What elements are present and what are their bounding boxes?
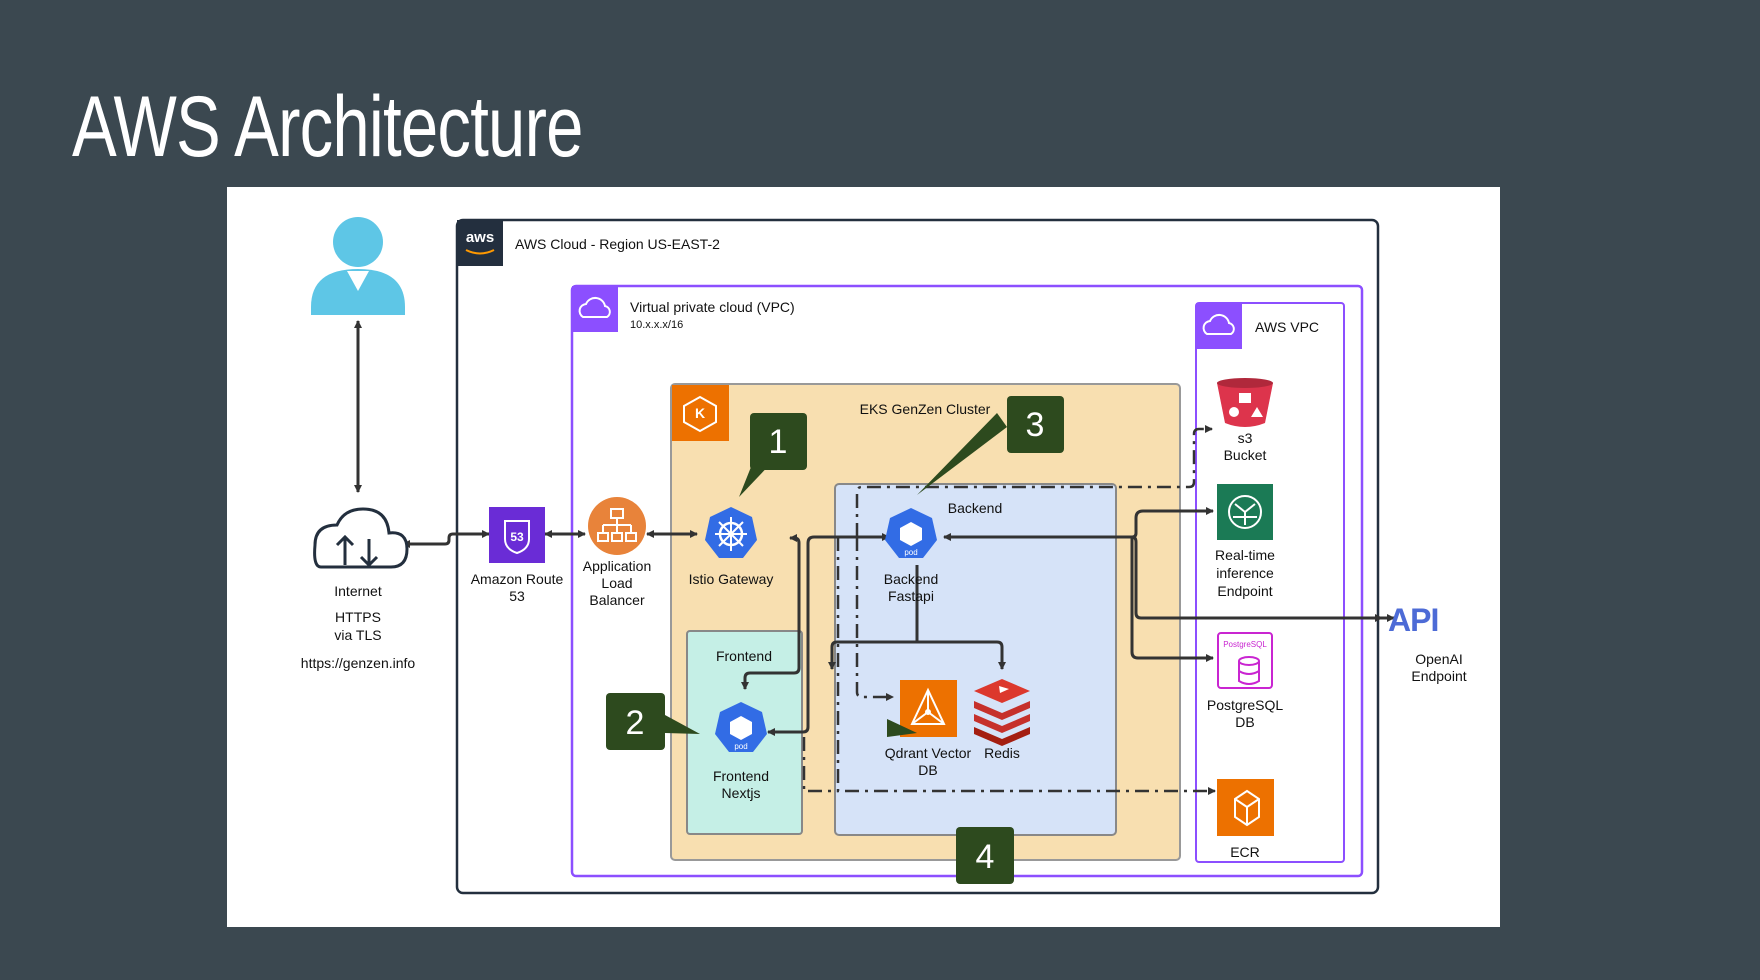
internet-route53-edge <box>402 530 490 548</box>
qdrant-label-2: DB <box>918 762 937 778</box>
aws-cloud-label: AWS Cloud - Region US-EAST-2 <box>515 236 720 252</box>
s3-node: s3 Bucket <box>1217 378 1273 463</box>
route53-node: 53 Amazon Route 53 <box>471 507 564 604</box>
istio-label: Istio Gateway <box>689 571 774 587</box>
alb-label-2: Load <box>601 575 632 591</box>
openai-node: API OpenAI Endpoint <box>1377 602 1467 684</box>
backend-postgres-edge <box>1130 537 1214 662</box>
svg-text:K: K <box>695 405 705 421</box>
eks-label: EKS GenZen Cluster <box>860 401 991 417</box>
postgres-label-2: DB <box>1235 714 1254 730</box>
ecr-icon <box>1217 779 1274 836</box>
backend-pod-label-2: Fastapi <box>888 588 934 604</box>
aws-logo-text: aws <box>466 229 494 246</box>
s3-dashed-edge <box>855 425 1213 537</box>
ecr-node: ECR <box>1217 779 1274 860</box>
alb-label-3: Balancer <box>589 592 645 608</box>
frontend-pod-label-2: Nextjs <box>722 785 761 801</box>
frontend-label: Frontend <box>716 648 772 664</box>
internet-url: https://genzen.info <box>301 655 416 671</box>
frontend-pod-node: pod Frontend Nextjs <box>713 702 769 801</box>
internet-proto-1: HTTPS <box>335 609 381 625</box>
internet-node: Internet HTTPS via TLS https://genzen.in… <box>301 507 416 671</box>
alb-node: Application Load Balancer <box>583 497 652 608</box>
vpc-cidr: 10.x.x.x/16 <box>630 319 683 331</box>
openai-label-1: OpenAI <box>1415 651 1462 667</box>
aws-cloud-group: aws AWS Cloud - Region US-EAST-2 <box>455 218 1380 895</box>
s3-label-1: s3 <box>1238 430 1253 446</box>
backend-redis-edge <box>917 640 1006 670</box>
frontend-pod-label-1: Frontend <box>713 768 769 784</box>
connectors <box>354 320 1383 736</box>
backend-qdrant-edge <box>828 565 919 670</box>
istio-gateway-node: Istio Gateway <box>689 507 774 587</box>
aws-vpc-group: AWS VPC <box>1195 302 1345 863</box>
postgres-node: PostgreSQL PostgreSQL DB <box>1207 632 1283 730</box>
s3-label-2: Bucket <box>1224 447 1267 463</box>
qdrant-dashed-edge <box>855 537 894 701</box>
callout-1: 1 <box>739 413 807 497</box>
redis-label: Redis <box>984 745 1020 761</box>
internet-label: Internet <box>334 583 382 599</box>
qdrant-node: Qdrant Vector DB <box>885 680 972 778</box>
inference-node: Real-time inference Endpoint <box>1215 484 1275 599</box>
redis-node: Redis <box>974 679 1030 761</box>
user-avatar <box>311 217 405 315</box>
slide-title: AWS Architecture <box>72 79 583 175</box>
svg-text:4: 4 <box>976 838 995 876</box>
aws-logo-icon <box>457 220 503 266</box>
s3-bucket-icon <box>1217 383 1273 427</box>
inference-label-2: inference <box>1216 565 1274 581</box>
internet-proto-2: via TLS <box>334 627 381 643</box>
callout-2: 2 <box>606 693 917 750</box>
svg-text:pod: pod <box>734 742 747 751</box>
aws-smile-icon <box>465 249 495 255</box>
route53-label-2: 53 <box>509 588 525 604</box>
svg-text:PostgreSQL: PostgreSQL <box>1223 640 1267 649</box>
route53-label-1: Amazon Route <box>471 571 564 587</box>
svg-text:1: 1 <box>769 423 788 461</box>
frontend-backend-edge <box>767 533 890 736</box>
backend-openai-edge <box>1131 535 1383 622</box>
api-icon: API <box>1388 602 1438 638</box>
backend-label: Backend <box>948 500 1002 516</box>
callout-3: 3 <box>917 396 1064 495</box>
architecture-diagram: aws AWS Cloud - Region US-EAST-2 Virtual… <box>227 187 1500 927</box>
svg-text:53: 53 <box>510 530 524 544</box>
ecr-label: ECR <box>1230 844 1260 860</box>
aws-vpc-label: AWS VPC <box>1255 319 1319 335</box>
alb-label-1: Application <box>583 558 652 574</box>
openai-label-2: Endpoint <box>1411 668 1466 684</box>
svg-text:pod: pod <box>904 548 917 557</box>
postgres-label-1: PostgreSQL <box>1207 697 1283 713</box>
inference-label-3: Endpoint <box>1217 583 1272 599</box>
inference-label-1: Real-time <box>1215 547 1275 563</box>
backend-pod-label-1: Backend <box>884 571 938 587</box>
backend-pod-node: pod Backend Fastapi <box>884 508 938 604</box>
dashed-connectors <box>802 425 1216 795</box>
svg-text:3: 3 <box>1026 406 1045 444</box>
internet-cloud-icon <box>313 507 409 569</box>
svg-text:2: 2 <box>626 704 645 742</box>
qdrant-label-1: Qdrant Vector <box>885 745 972 761</box>
callout-4: 4 <box>956 827 1014 884</box>
vpc-label: Virtual private cloud (VPC) <box>630 299 795 315</box>
